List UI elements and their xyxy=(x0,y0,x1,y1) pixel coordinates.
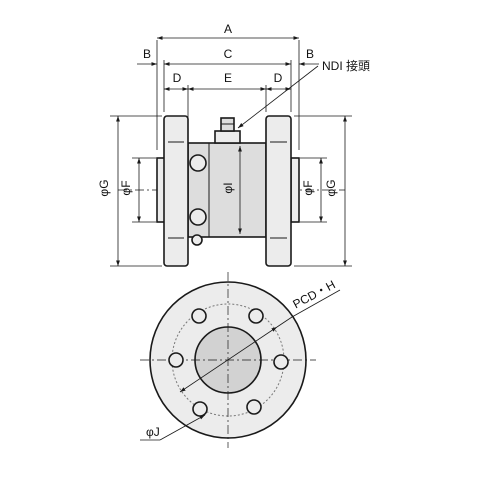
ndi-connector-base xyxy=(214,130,241,144)
dimension-g-left-label: φG xyxy=(97,179,111,196)
dimension-i-label: φI xyxy=(221,182,235,193)
bolt-bottom xyxy=(189,208,207,226)
dimension-d-right-label: D xyxy=(274,71,283,85)
dimension-g-right-label: φG xyxy=(324,179,338,196)
dimension-b-right-label: B xyxy=(306,47,314,61)
dimension-j-leader xyxy=(159,414,206,441)
dimension-f-left-label: φF xyxy=(119,180,133,195)
dimension-f-right-label: φF xyxy=(301,180,315,195)
bolt-hole xyxy=(246,399,262,415)
dimension-j-label: φJ xyxy=(146,425,160,439)
bolt-hole xyxy=(168,352,184,368)
right-shaft-stub xyxy=(290,157,300,223)
ndi-callout-leader xyxy=(237,65,319,129)
dimension-a-label: A xyxy=(224,22,232,36)
left-flange xyxy=(163,115,189,267)
bolt-lower xyxy=(191,234,203,246)
right-flange xyxy=(265,115,292,267)
dimension-h-label: PCD・H xyxy=(291,277,338,311)
bolt-hole xyxy=(273,354,289,370)
dimension-h-leader-1 xyxy=(276,316,293,328)
side-view xyxy=(118,115,345,267)
bolt-top xyxy=(189,154,207,172)
bolt-hole xyxy=(192,401,208,417)
dimension-h-leader-2 xyxy=(291,289,341,318)
bolt-hole xyxy=(248,308,264,324)
dimension-d-left-label: D xyxy=(173,71,182,85)
side-view-dimensions: A C B B D E D φG φG φF xyxy=(97,22,370,267)
ndi-callout-label: NDI 接頭 xyxy=(322,58,370,73)
dimension-b-left-label: B xyxy=(143,47,151,61)
dimension-h-line xyxy=(179,326,278,393)
dimension-c-label: C xyxy=(224,47,233,61)
bolt-hole xyxy=(191,308,207,324)
dimension-e-label: E xyxy=(224,71,232,85)
